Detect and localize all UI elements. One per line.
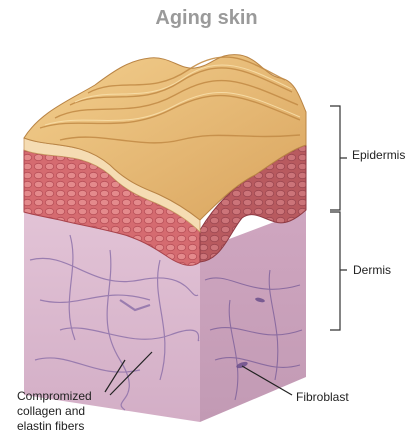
dermis-label: Dermis xyxy=(353,263,391,278)
collagen-label-line-2: collagen and xyxy=(17,404,127,419)
collagen-label-line-1: Compromized xyxy=(17,389,127,404)
fibroblast-label: Fibroblast xyxy=(296,390,349,405)
collagen-label-line-3: elastin fibers xyxy=(17,419,127,434)
epidermis-bracket xyxy=(330,106,347,210)
collagen-elastin-label: Compromized collagen and elastin fibers xyxy=(17,389,127,434)
dermis-bracket xyxy=(330,212,347,330)
epidermis-label: Epidermis xyxy=(352,148,405,163)
